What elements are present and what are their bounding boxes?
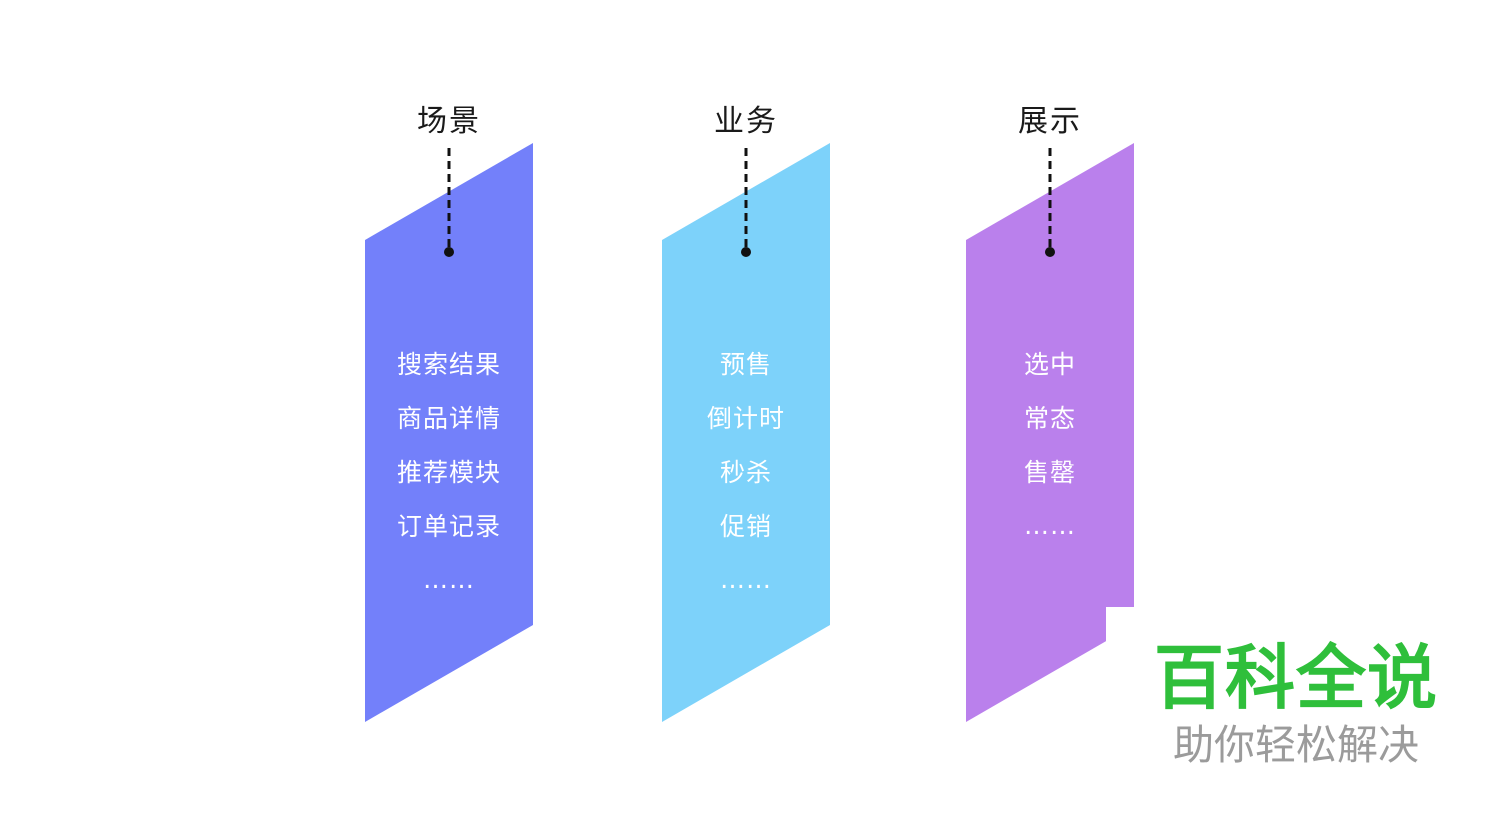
panel-item-ellipsis: …… xyxy=(720,564,772,594)
column-display-label: 展示 xyxy=(1018,104,1082,139)
watermark-title: 百科全说 xyxy=(1154,637,1438,719)
panel-item: 常态 xyxy=(1023,404,1076,433)
dashed-connector-line xyxy=(744,148,748,248)
panel-item-ellipsis: …… xyxy=(423,564,475,594)
display-panel-items: 选中 常态 售罄 …… xyxy=(966,336,1134,552)
panel-item: 预售 xyxy=(719,350,772,379)
panel-item: 订单记录 xyxy=(396,512,501,541)
column-business: 业务 预售 倒计时 秒杀 促销 …… xyxy=(662,104,830,722)
column-scene-label: 场景 xyxy=(417,104,481,139)
connector-dot xyxy=(1045,247,1055,257)
panel-item: 售罄 xyxy=(1023,458,1076,487)
panel-item: 选中 xyxy=(1023,350,1076,379)
panel-item: 商品详情 xyxy=(396,404,501,433)
connector-dot xyxy=(444,247,454,257)
business-panel-items: 预售 倒计时 秒杀 促销 …… xyxy=(662,336,830,606)
panel-item: 倒计时 xyxy=(706,404,785,433)
panel-item: 推荐模块 xyxy=(396,458,501,487)
panel-item: 促销 xyxy=(719,512,772,541)
watermark-box: 百科全说 助你轻松解决 xyxy=(1106,607,1508,815)
panel-item: 秒杀 xyxy=(719,458,772,487)
panel-item: 搜索结果 xyxy=(396,350,501,379)
scene-panel-items: 搜索结果 商品详情 推荐模块 订单记录 …… xyxy=(365,336,533,606)
dashed-connector-line xyxy=(447,148,451,248)
column-business-label: 业务 xyxy=(714,104,778,139)
watermark-subtitle: 助你轻松解决 xyxy=(1173,721,1419,769)
dashed-connector-line xyxy=(1048,148,1052,248)
panel-item-ellipsis: …… xyxy=(1024,510,1076,540)
watermark-logo: 百科全说 助你轻松解决 xyxy=(1150,641,1442,767)
connector-dot xyxy=(741,247,751,257)
column-scene: 场景 搜索结果 商品详情 推荐模块 订单记录 …… xyxy=(365,104,533,722)
